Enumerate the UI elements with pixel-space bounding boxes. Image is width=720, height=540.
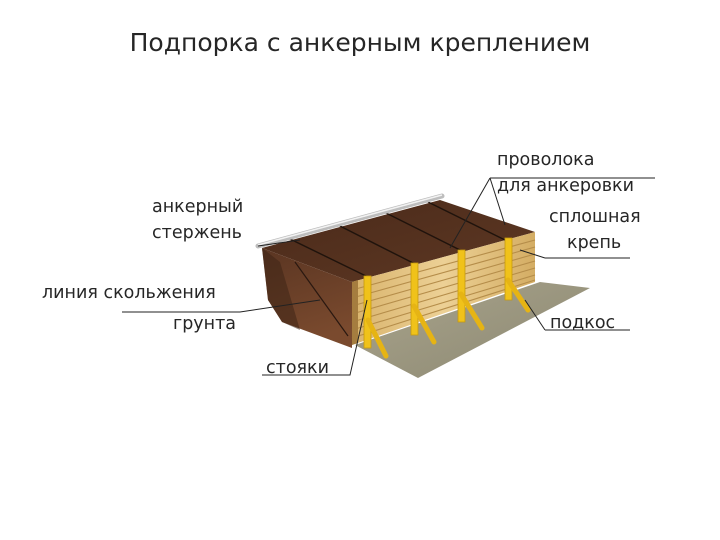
struts	[365, 277, 531, 359]
label-wire-line1: проволока	[497, 150, 595, 170]
anchor-rod	[255, 193, 445, 249]
soil-front-face	[262, 248, 352, 348]
label-slip-line-line2: грунта	[173, 314, 237, 334]
slide-title: Подпорка с анкерным креплением	[129, 28, 591, 57]
label-posts: стояки	[266, 358, 329, 378]
leader-anchor-rod	[257, 239, 301, 247]
leader-posts	[262, 299, 368, 376]
label-strut: подкос	[550, 313, 616, 333]
trench-floor	[355, 282, 590, 378]
label-anchor-rod-line2: стержень	[152, 223, 242, 243]
label-sheeting-line2: крепь	[567, 233, 622, 253]
leader-slip-line	[122, 299, 321, 313]
leader-lines	[122, 177, 655, 376]
label-anchor-rod-line1: анкерный	[152, 197, 244, 217]
sheeting-wall	[351, 232, 536, 345]
label-slip-line-line1: линия скольжения	[42, 283, 216, 303]
label-wire-line2: для анкеровки	[497, 176, 634, 196]
slip-line	[294, 261, 349, 337]
label-sheeting-line1: сплошная	[549, 207, 641, 227]
posts	[363, 237, 513, 349]
soil-front-shade	[262, 248, 300, 330]
